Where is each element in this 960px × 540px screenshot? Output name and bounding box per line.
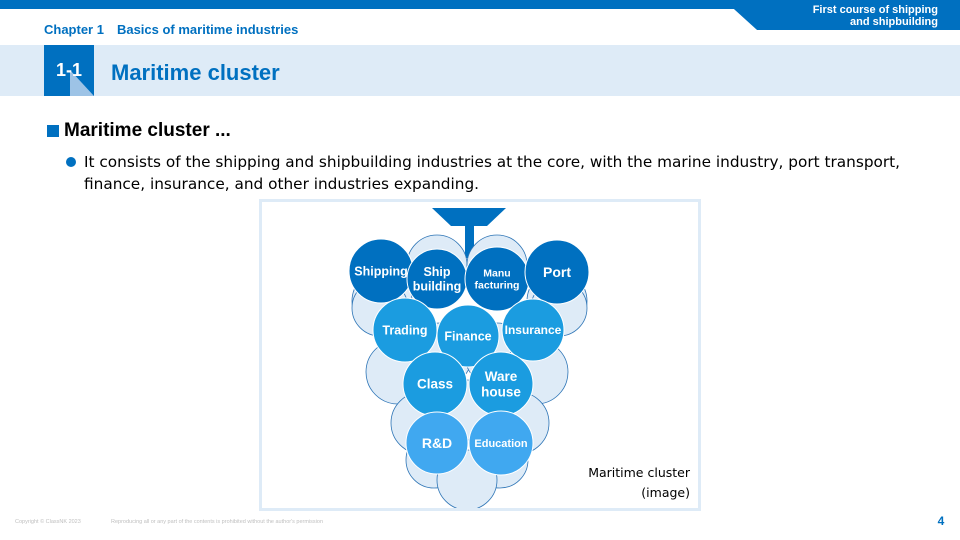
- cluster-node-trading: [372, 297, 438, 363]
- content-heading: Maritime cluster ...: [64, 120, 231, 141]
- cluster-stem: [465, 224, 474, 258]
- cluster-node-label-shipping: Shipping: [354, 264, 407, 278]
- course-title-line-1: First course of shipping: [812, 4, 938, 16]
- heading-square-bullet: [47, 125, 59, 137]
- cluster-node-education: [468, 410, 534, 476]
- cluster-node-rnd: [405, 411, 469, 475]
- footer-notice: Reproducing all or any part of the conte…: [111, 519, 324, 525]
- section-number: 1-1: [55, 60, 82, 80]
- cluster-node-finance: [436, 304, 500, 368]
- page-number: 4: [937, 514, 945, 528]
- caption-line-2: (image): [641, 485, 690, 500]
- cluster-node-label-finance: Finance: [444, 329, 491, 343]
- top-accent-bar: [0, 0, 960, 9]
- diagram-caption: Maritime cluster (image): [560, 463, 690, 503]
- section-header-band: [0, 45, 960, 96]
- footer-copyright: Copyright © ClassNK 2023: [15, 519, 81, 525]
- cluster-node-port: [524, 239, 590, 305]
- cluster-node-label-insurance: Insurance: [505, 323, 562, 337]
- cluster-node-label-port: Port: [543, 264, 571, 280]
- cluster-node-label-class: Class: [417, 377, 453, 392]
- course-title-tab: [724, 0, 960, 30]
- cluster-node-label-rnd: R&D: [422, 435, 452, 451]
- cluster-node-insurance: [501, 298, 565, 362]
- cluster-stem-cap: [432, 208, 506, 226]
- section-title: Maritime cluster: [111, 60, 280, 85]
- cluster-node-label-education: Education: [474, 438, 527, 450]
- course-title: First course of shipping and shipbuildin…: [738, 4, 938, 28]
- chapter-title: Chapter 1 Basics of maritime industries: [44, 22, 299, 37]
- caption-line-1: Maritime cluster: [588, 465, 690, 480]
- bullet-text: It consists of the shipping and shipbuil…: [84, 153, 901, 193]
- course-title-line-2: and shipbuilding: [850, 16, 938, 28]
- cluster-node-label-trading: Trading: [382, 323, 427, 337]
- bullet-dot: [66, 157, 76, 167]
